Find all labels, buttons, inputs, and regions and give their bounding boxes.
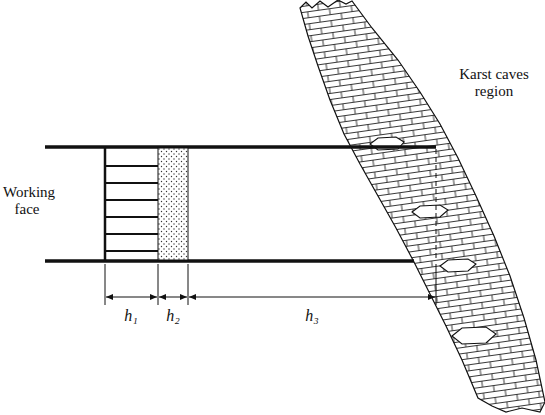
dimension-label: h₁ <box>119 307 143 325</box>
karst-region <box>300 0 545 412</box>
karst-caves <box>370 137 496 344</box>
support-bars <box>105 166 158 251</box>
roadway-floor <box>45 259 414 263</box>
roadway-roof <box>45 145 436 149</box>
boundary-dashed-line <box>436 149 437 260</box>
grouting-zone <box>158 148 188 260</box>
support-post <box>104 147 107 261</box>
region-label: Karst caves region <box>451 66 537 101</box>
dimension-label: h₂ <box>161 307 185 325</box>
annotation-label: Working face <box>3 184 51 219</box>
dimension-lines <box>105 264 436 305</box>
dimension-label: h₃ <box>300 307 324 325</box>
